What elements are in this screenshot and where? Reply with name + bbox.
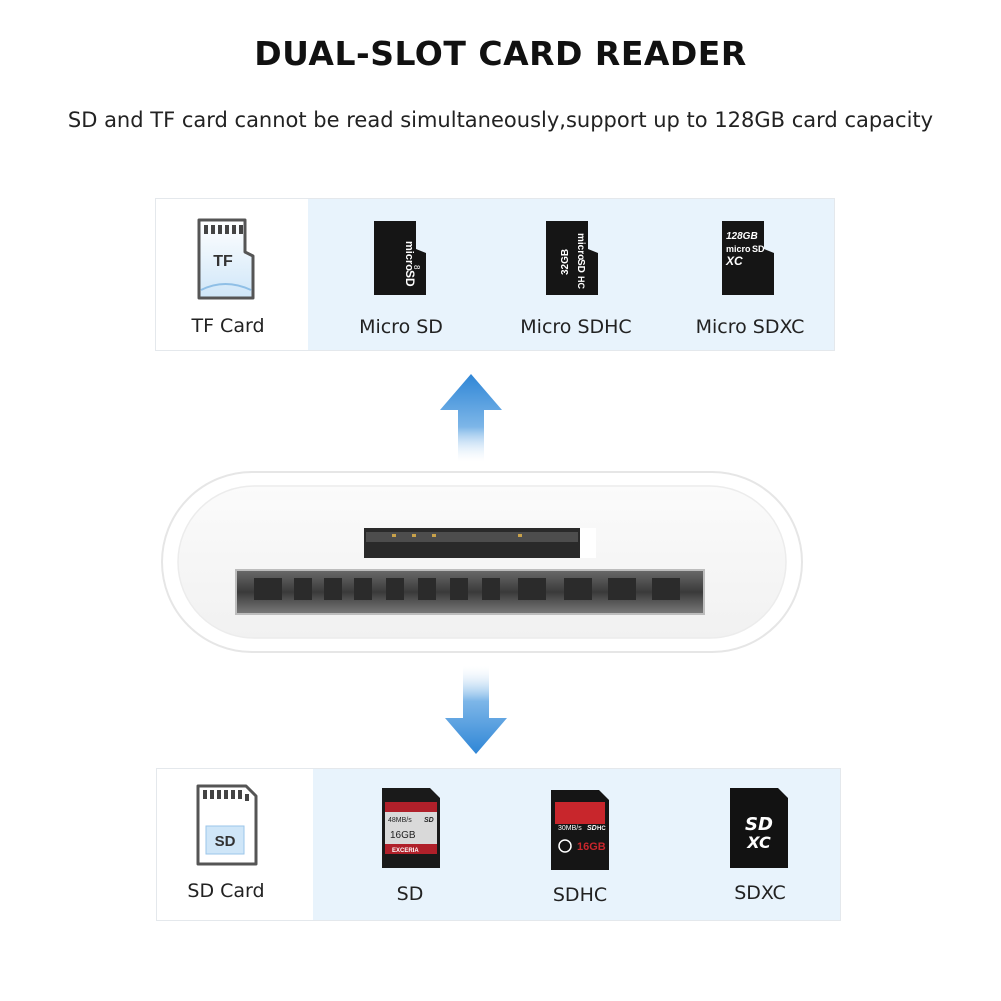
micro-sdhc-card: 32GB micro SD HC (546, 221, 598, 295)
micro-sd-card: micro SD 8 (374, 221, 426, 295)
svg-text:micro: micro (403, 241, 415, 271)
tf-card-icon: TF (197, 218, 255, 300)
svg-text:32GB: 32GB (560, 249, 571, 275)
svg-text:SD: SD (745, 814, 773, 835)
sd-card-exceria: 48MB/s SD 16GB EXCERIA (382, 788, 440, 868)
svg-text:SD: SD (575, 259, 586, 273)
sd-card-icon: SD (196, 784, 258, 866)
sdhc-label: SDHC (552, 884, 608, 906)
micro-sdxc-card: 128GB micro SD XC (722, 221, 774, 295)
svg-text:128GB: 128GB (726, 231, 758, 242)
micro-sdxc-label: Micro SDXC (695, 316, 805, 338)
page-title: DUAL-SLOT CARD READER (254, 34, 747, 73)
tf-card-label: TF Card (191, 315, 265, 337)
svg-text:30MB/s: 30MB/s (558, 825, 582, 832)
sdxc-label: SDXC (734, 882, 786, 904)
micro-sd-label: Micro SD (359, 316, 443, 338)
micro-sdhc-label: Micro SDHC (520, 316, 632, 338)
page-subtitle: SD and TF card cannot be read simultaneo… (67, 108, 934, 132)
svg-text:SD: SD (424, 817, 434, 824)
svg-text:16GB: 16GB (577, 841, 606, 853)
sdxc-card: SD XC (730, 788, 788, 868)
svg-text:micro: micro (575, 233, 586, 260)
sd-label: SD (396, 883, 424, 905)
svg-text:XC: XC (725, 254, 743, 268)
svg-text:HC: HC (576, 276, 586, 289)
svg-text:XC: XC (746, 833, 771, 852)
svg-text:16GB: 16GB (390, 830, 416, 841)
arrow-down-icon (445, 666, 507, 754)
svg-text:micro: micro (726, 244, 751, 254)
svg-text:HC: HC (597, 826, 606, 832)
sdhc-card: 30MB/s SD HC 16GB (551, 790, 609, 870)
svg-text:SD: SD (752, 244, 765, 254)
arrow-up-icon (440, 374, 502, 462)
svg-text:SD: SD (587, 825, 597, 832)
tf-icon-text: TF (213, 253, 233, 270)
sd-icon-text: SD (215, 833, 236, 850)
svg-text:EXCERIA: EXCERIA (392, 848, 419, 854)
card-reader-device (161, 471, 803, 653)
svg-text:8: 8 (412, 265, 421, 270)
svg-text:48MB/s: 48MB/s (388, 817, 412, 824)
svg-text:SD: SD (403, 270, 417, 287)
sd-card-label: SD Card (187, 880, 265, 902)
